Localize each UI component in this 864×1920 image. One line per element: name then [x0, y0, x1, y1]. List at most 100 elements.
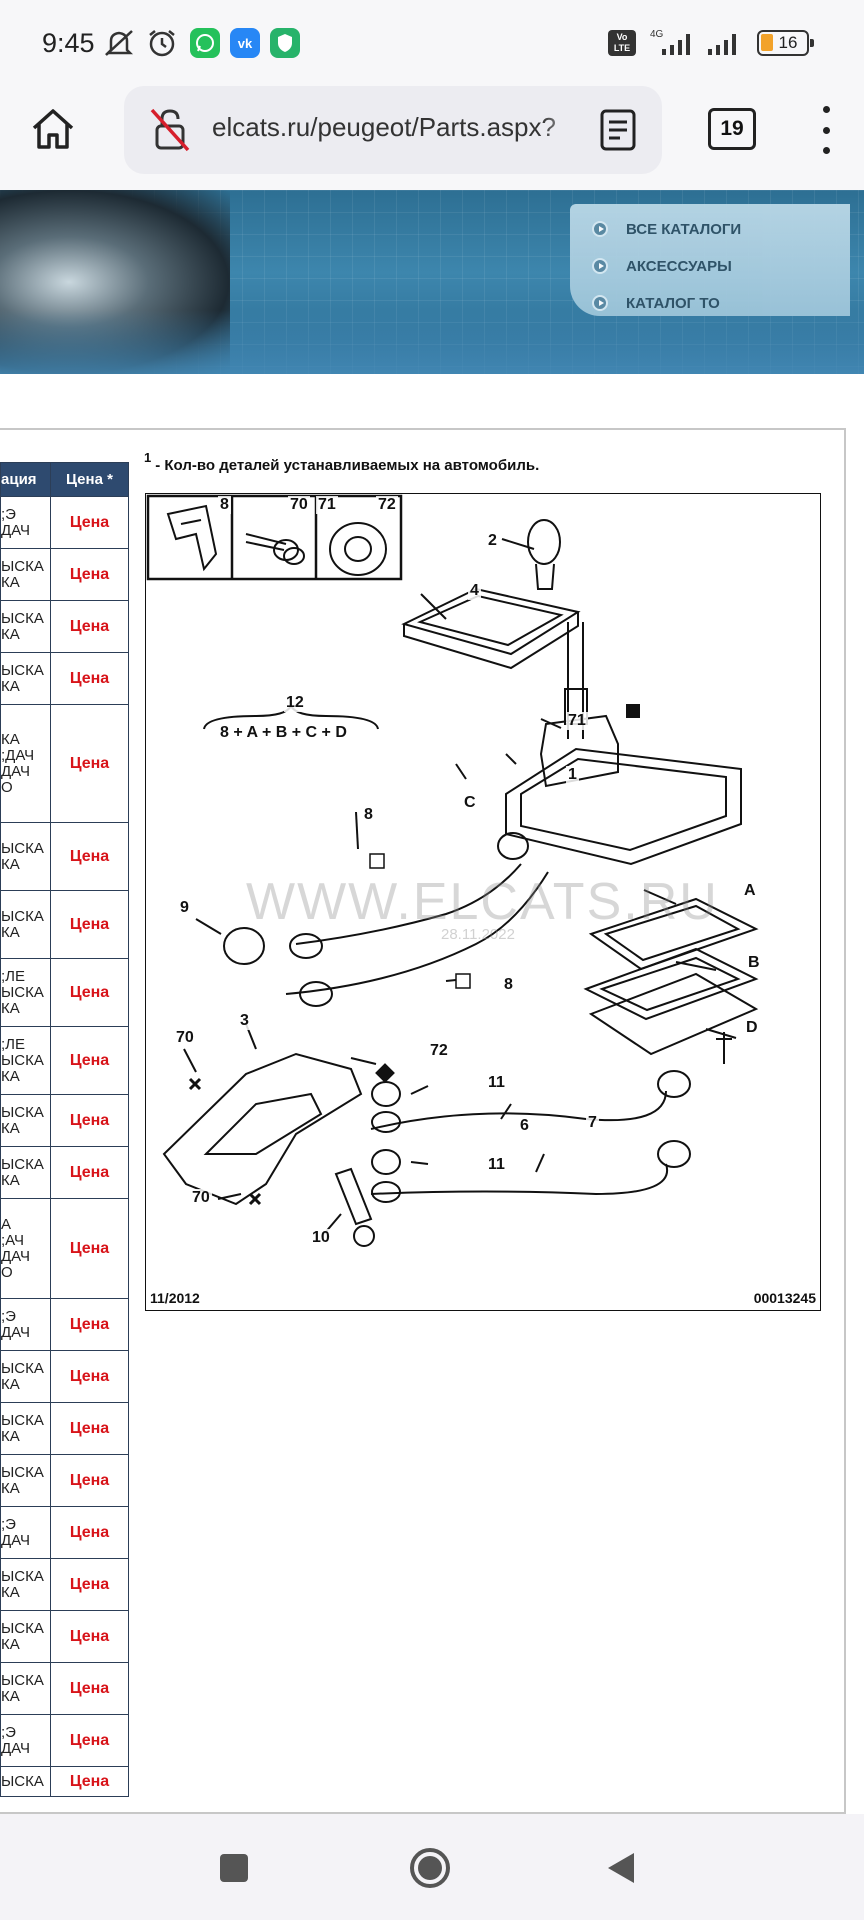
diagram-callout[interactable]: 11 [486, 1156, 507, 1174]
part-name-line: ДАЧ [1, 1740, 31, 1757]
price-link[interactable]: Цена [50, 958, 129, 1027]
diagram-callout[interactable]: 11 [486, 1074, 507, 1092]
system-home-button[interactable] [410, 1848, 450, 1888]
diagram-callout[interactable]: D [744, 1019, 760, 1037]
diagram-callout[interactable]: 70 [288, 496, 310, 514]
diagram-callout[interactable]: 8 + A + B + C + D [218, 724, 349, 742]
price-link[interactable]: Цена [50, 600, 129, 653]
diagram-callout[interactable]: 6 [518, 1117, 531, 1135]
site-header-banner: ВСЕ КАТАЛОГИ АКСЕССУАРЫ КАТАЛОГ ТО [0, 190, 864, 374]
nav-maintenance-catalog[interactable]: КАТАЛОГ ТО [592, 290, 720, 316]
status-bar: 9:45 vk Vo LTE 4G 16 [0, 0, 864, 86]
diagram-callout[interactable]: 72 [428, 1042, 450, 1060]
price-link[interactable]: Цена [50, 1298, 129, 1351]
insecure-lock-icon[interactable] [148, 106, 192, 154]
diagram-callout[interactable]: 7 [586, 1114, 599, 1132]
diagram-callout[interactable]: 8 [362, 806, 375, 824]
nav-label[interactable]: КАТАЛОГ ТО [626, 294, 720, 312]
diagram-callout[interactable]: 71 [316, 496, 338, 514]
price-link[interactable]: Цена [50, 1402, 129, 1455]
nav-label[interactable]: АКСЕССУАРЫ [626, 257, 732, 275]
part-name-line: КА [1, 1636, 20, 1653]
recents-button[interactable] [220, 1854, 248, 1882]
diagram-callout[interactable]: 4 [468, 582, 481, 600]
price-link[interactable]: Цена [50, 1094, 129, 1147]
tabs-button[interactable]: 19 [708, 108, 756, 150]
diagram-callout[interactable]: C [462, 794, 478, 812]
part-name-line: ЫСКА [1, 662, 44, 679]
part-name-line: О [1, 1264, 13, 1281]
home-button[interactable] [28, 104, 78, 154]
signal-4g-icon: 4G [644, 28, 696, 58]
part-name-line: ДАЧ; [1, 747, 35, 764]
diagram-callout[interactable]: 8 [502, 976, 515, 994]
nav-label[interactable]: ВСЕ КАТАЛОГИ [626, 220, 742, 238]
diagram-callout[interactable]: 72 [376, 496, 398, 514]
nav-all-catalogs[interactable]: ВСЕ КАТАЛОГИ [592, 216, 741, 242]
price-link[interactable]: Цена [50, 890, 129, 959]
part-name-line: ДАЧ [1, 522, 31, 539]
price-link[interactable]: Цена [50, 1026, 129, 1095]
mute-icon [102, 28, 136, 58]
part-name-line: Э; [1, 1308, 16, 1325]
nav-accessories[interactable]: АКСЕССУАРЫ [592, 253, 732, 279]
diagram-callout[interactable]: B [746, 954, 762, 972]
diagram-callout[interactable]: 1 [566, 766, 579, 784]
part-name-line: КА [1, 678, 20, 695]
diagram-callout[interactable]: 12 [284, 694, 306, 712]
part-name-line: Э; [1, 1516, 16, 1533]
price-link[interactable]: Цена [50, 1714, 129, 1767]
vk-icon: vk [230, 28, 260, 58]
price-link[interactable]: Цена [50, 496, 129, 549]
arrow-bullet-icon [592, 295, 608, 311]
diagram-callout[interactable]: A [742, 882, 758, 900]
part-name-line: ЫСКА [1, 1568, 44, 1585]
diagram-callout[interactable]: 70 [190, 1189, 212, 1207]
price-link[interactable]: Цена [50, 1198, 129, 1299]
part-name-line: ДАЧ [1, 763, 31, 780]
diagram-callout[interactable]: 10 [310, 1229, 332, 1247]
price-link[interactable]: Цена [50, 1662, 129, 1715]
diagram-callout[interactable]: 70 [174, 1029, 196, 1047]
price-link[interactable]: Цена [50, 704, 129, 823]
diagram-callout[interactable]: 9 [178, 899, 191, 917]
price-link[interactable]: Цена [50, 822, 129, 891]
price-link[interactable]: Цена [50, 652, 129, 705]
price-link[interactable]: Цена [50, 1506, 129, 1559]
price-link[interactable]: Цена [50, 1454, 129, 1507]
back-button[interactable] [608, 1853, 634, 1883]
price-link[interactable]: Цена [50, 1350, 129, 1403]
diagram-callout[interactable]: 71 [566, 712, 588, 730]
part-name-line: КА [1, 731, 20, 748]
part-name-line: КА [1, 856, 20, 873]
price-link[interactable]: Цена [50, 1766, 129, 1797]
price-link[interactable]: Цена [50, 1146, 129, 1199]
price-link[interactable]: Цена [50, 548, 129, 601]
price-link[interactable]: Цена [50, 1558, 129, 1611]
system-nav-bar [0, 1814, 864, 1920]
menu-dot [822, 147, 830, 154]
part-name-line: КА [1, 1068, 20, 1085]
reader-mode-button[interactable] [598, 108, 638, 152]
url-text[interactable]: elcats.ru/peugeot/Parts.aspx? [212, 112, 582, 143]
diagram-date-code: 11/2012 [150, 1290, 200, 1306]
menu-button[interactable] [814, 106, 838, 154]
part-name-line: ЫСКА [1, 610, 44, 627]
diagram-callout[interactable]: 2 [486, 532, 499, 550]
diagram-callout[interactable]: 3 [238, 1012, 251, 1030]
address-bar[interactable]: elcats.ru/peugeot/Parts.aspx? [124, 86, 662, 174]
price-link[interactable]: Цена [50, 1610, 129, 1663]
part-name-line: КА [1, 626, 20, 643]
diagram-callout[interactable]: 8 [218, 496, 231, 514]
